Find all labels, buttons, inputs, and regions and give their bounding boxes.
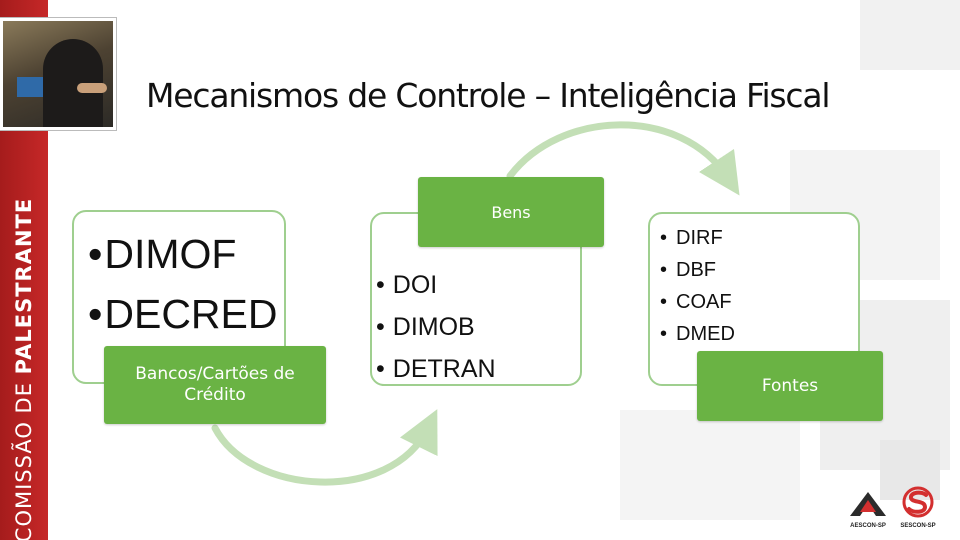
list-item: DBF bbox=[660, 254, 858, 286]
list-item: DIMOF bbox=[88, 224, 284, 284]
arrow-bottom bbox=[211, 409, 438, 486]
list-item: DETRAN bbox=[376, 348, 580, 390]
sescon-logo-text: SESCON-SP bbox=[900, 523, 936, 529]
list-item: DIRF bbox=[660, 222, 858, 254]
arrow-top bbox=[506, 121, 740, 196]
list-item: DIMOB bbox=[376, 306, 580, 348]
aescon-logo-text: AESCON-SP bbox=[850, 523, 886, 529]
list-item: DMED bbox=[660, 318, 858, 350]
sescon-logo-icon bbox=[902, 486, 934, 518]
node-1-list: DIMOF DECRED bbox=[74, 212, 284, 344]
list-item: DOI bbox=[376, 264, 580, 306]
photo-hand bbox=[77, 83, 107, 93]
node-2-list: DOI DIMOB DETRAN bbox=[372, 214, 580, 390]
sescon-logo: SESCON-SP bbox=[896, 486, 940, 530]
node-3-label: Fontes bbox=[697, 351, 883, 421]
list-item: COAF bbox=[660, 286, 858, 318]
background-square bbox=[860, 0, 960, 70]
speaker-photo bbox=[0, 18, 116, 130]
slide-title: Mecanismos de Controle – Inteligência Fi… bbox=[146, 76, 831, 115]
aescon-logo: AESCON-SP bbox=[846, 490, 890, 530]
node-3-list: DIRF DBF COAF DMED bbox=[650, 214, 858, 350]
node-2-label: Bens bbox=[418, 177, 604, 247]
node-1-label: Bancos/Cartões de Crédito bbox=[104, 346, 326, 424]
aescon-logo-icon bbox=[850, 492, 886, 516]
background-square bbox=[620, 410, 800, 520]
list-item: DECRED bbox=[88, 284, 284, 344]
